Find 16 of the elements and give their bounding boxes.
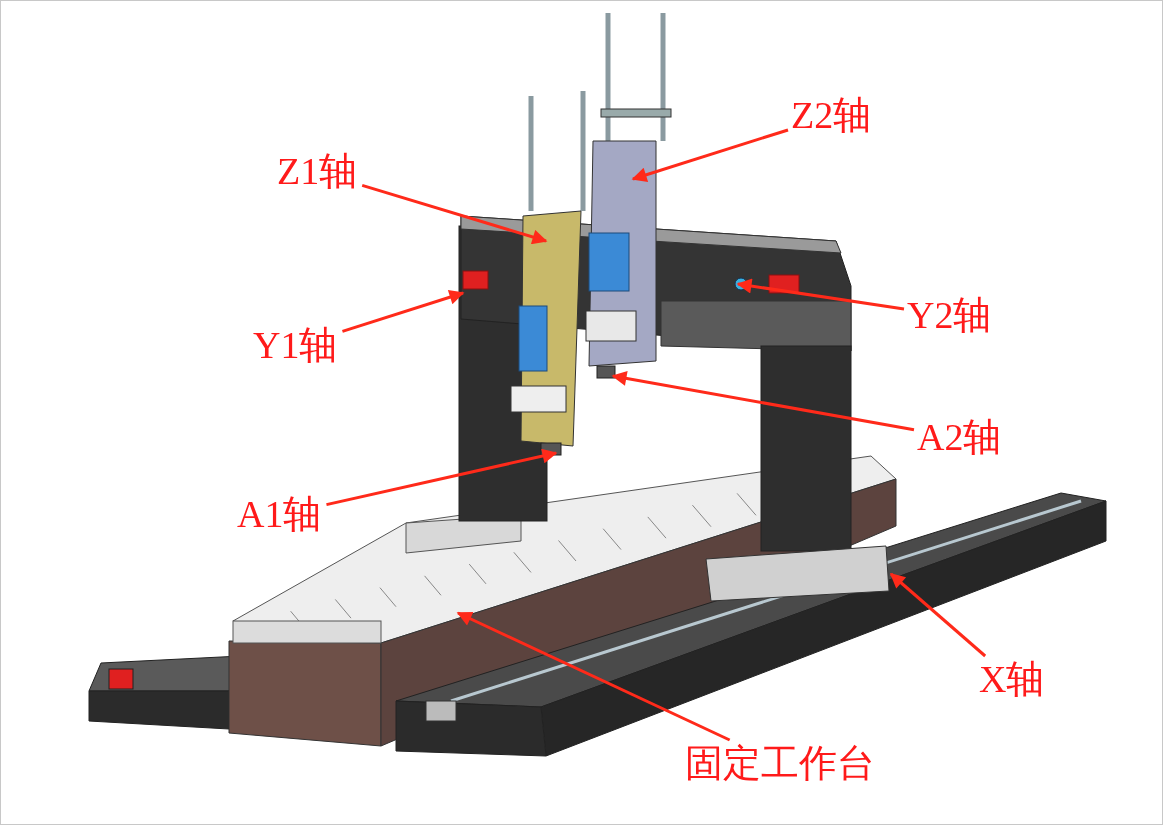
leader-arrow — [889, 572, 987, 658]
axis-label: Z2轴 — [791, 94, 872, 136]
axis-label: Y1轴 — [253, 324, 338, 366]
leader-arrow — [456, 611, 731, 742]
leader-arrow — [342, 289, 465, 333]
axis-label: 固定工作台 — [685, 742, 875, 784]
axis-label: Z1轴 — [277, 150, 358, 192]
axis-label: X轴 — [979, 658, 1045, 700]
axis-label: A2轴 — [917, 416, 1002, 458]
leader-arrow — [611, 371, 915, 432]
leader-arrow — [361, 183, 548, 245]
axis-label: Y2轴 — [907, 294, 992, 336]
leader-arrow — [326, 448, 558, 507]
leader-arrow — [736, 278, 905, 311]
axis-label: A1轴 — [237, 493, 322, 535]
leader-arrow — [631, 128, 789, 183]
